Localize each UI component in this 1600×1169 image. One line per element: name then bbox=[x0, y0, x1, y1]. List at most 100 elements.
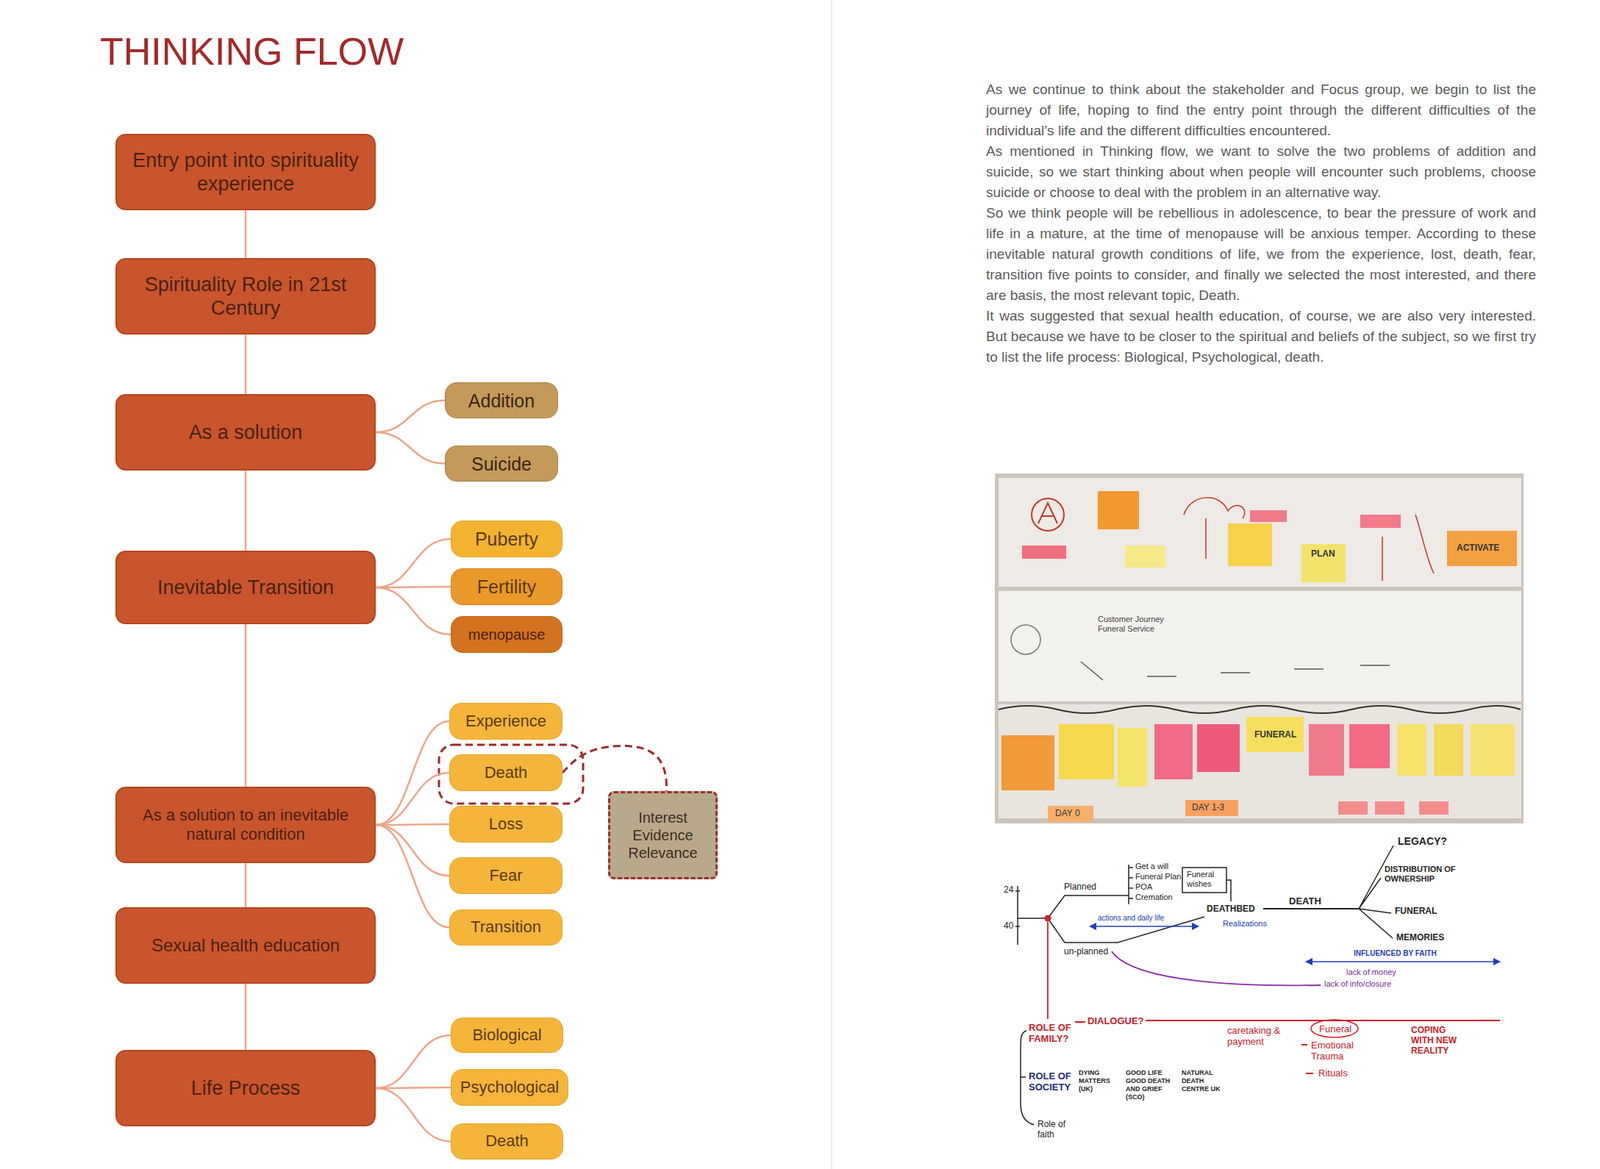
sketch-note: Funeral Plan bbox=[1134, 872, 1182, 882]
sketch-note: lack of info/closure bbox=[1323, 979, 1392, 989]
connector bbox=[375, 586, 451, 588]
connector bbox=[244, 210, 248, 259]
process-box: Entry point into spirituality experience bbox=[115, 133, 376, 211]
connector bbox=[375, 587, 451, 635]
sketch-note: Emotional Trauma bbox=[1310, 1039, 1371, 1062]
sketch-note: Get a will bbox=[1134, 861, 1170, 872]
node-text: Suicide bbox=[471, 452, 532, 475]
branch-pill: Loss bbox=[449, 805, 563, 843]
process-box: Spirituality Role in 21st Century bbox=[115, 258, 376, 335]
process-box: Sexual health education bbox=[115, 907, 376, 984]
sketch-note: 24 bbox=[1002, 884, 1014, 895]
sketch-note: FUNERAL bbox=[1394, 905, 1438, 917]
note-box: Interest Evidence Relevance bbox=[608, 791, 718, 880]
branch-pill: Death bbox=[450, 1123, 564, 1160]
node-text: Experience bbox=[465, 711, 547, 731]
photo-note: ACTIVATE bbox=[1455, 542, 1500, 553]
branch-pill: Fear bbox=[449, 857, 563, 895]
sketch-line bbox=[1047, 922, 1049, 1020]
wavy-line bbox=[998, 705, 1521, 714]
sketch-note: Funeral bbox=[1318, 1023, 1353, 1035]
photo-note: PLAN bbox=[1310, 548, 1337, 559]
sketch-circle bbox=[1031, 498, 1064, 531]
connector bbox=[375, 825, 450, 928]
connector bbox=[375, 772, 450, 825]
process-box: Inevitable Transition bbox=[115, 550, 376, 625]
branch-pill: Suicide bbox=[444, 445, 559, 482]
sticky-note bbox=[1349, 724, 1390, 769]
sticky-strip bbox=[1419, 801, 1449, 815]
node-text: Death bbox=[485, 1131, 529, 1151]
sketch-note: INFLUENCED BY FAITH bbox=[1352, 949, 1438, 959]
node-text: Entry point into spirituality experience bbox=[125, 148, 366, 197]
node-text: Psychological bbox=[460, 1077, 560, 1098]
connector bbox=[375, 432, 445, 464]
sketch-line bbox=[1226, 880, 1231, 902]
sketch-axis bbox=[1015, 886, 1048, 945]
sticky-note bbox=[1447, 530, 1517, 567]
sketch-note: Planned bbox=[1063, 881, 1098, 892]
paper-sheet bbox=[998, 477, 1522, 587]
node-text: Biological bbox=[472, 1025, 542, 1045]
sketch-note: ROLE OF FAMILY? bbox=[1027, 1022, 1075, 1045]
node-text: Transition bbox=[470, 917, 542, 937]
branch-pill: Death bbox=[449, 754, 563, 792]
node-text: As a solution bbox=[188, 420, 303, 445]
branch-pill: Psychological bbox=[450, 1069, 569, 1106]
connector bbox=[244, 470, 248, 551]
connector bbox=[375, 538, 451, 588]
node-text: Sexual health education bbox=[151, 935, 340, 957]
sketch-fork bbox=[1358, 845, 1394, 939]
connector bbox=[375, 400, 445, 434]
process-box: Life Process bbox=[115, 1050, 376, 1127]
sticky-note bbox=[1308, 724, 1345, 776]
node-text: Addition bbox=[468, 389, 535, 412]
sticky-strip bbox=[1185, 800, 1239, 817]
sticky-note bbox=[1117, 727, 1148, 787]
sketch-note: DIALOGUE? bbox=[1086, 1015, 1145, 1027]
sticky-note bbox=[1097, 491, 1139, 530]
sketch-note: Rituals bbox=[1317, 1067, 1349, 1079]
paper-sheet bbox=[998, 591, 1522, 702]
sketch-arrow bbox=[1080, 661, 1390, 681]
node-text: As a solution to an inevitable natural c… bbox=[125, 805, 366, 845]
sticky-strip bbox=[1047, 805, 1094, 823]
sketch-curve bbox=[1111, 951, 1321, 986]
sketch-note: Funeral wishes bbox=[1186, 869, 1225, 889]
sketch-note: Realizations bbox=[1222, 919, 1268, 929]
sketch-note: COPING WITH NEW REALITY bbox=[1410, 1025, 1471, 1056]
branch-pill: Biological bbox=[450, 1017, 564, 1053]
node-text: Loss bbox=[488, 814, 523, 834]
sticky-note bbox=[1246, 716, 1304, 753]
process-box: As a solution to an inevitable natural c… bbox=[115, 786, 376, 864]
connector bbox=[244, 334, 248, 395]
sketch-box bbox=[1182, 867, 1227, 893]
connector bbox=[375, 721, 450, 825]
sketch-note: NATURAL DEATH CENTRE UK bbox=[1180, 1069, 1223, 1094]
sketch-note: Role of faith bbox=[1036, 1119, 1074, 1140]
photo-note: Customer Journey Funeral Service bbox=[1097, 614, 1171, 634]
sketch-note: ROLE OF SOCIETY bbox=[1027, 1070, 1075, 1093]
sketch-note: MEMORIES bbox=[1395, 932, 1445, 943]
connector bbox=[244, 624, 248, 787]
photo-note: DAY 1-3 bbox=[1191, 802, 1225, 813]
body-paragraph: As we continue to think about the stakeh… bbox=[986, 79, 1537, 142]
node-text: Life Process bbox=[191, 1076, 301, 1100]
page-divider bbox=[830, 0, 833, 1169]
body-paragraph: As mentioned in Thinking flow, we want t… bbox=[986, 141, 1537, 203]
node-text: Spirituality Role in 21st Century bbox=[125, 272, 366, 321]
branch-pill: Experience bbox=[449, 702, 563, 740]
node-text: Fear bbox=[488, 866, 523, 886]
sketch-note: un-planned bbox=[1063, 946, 1109, 957]
connector bbox=[562, 745, 667, 792]
sketch-dot bbox=[1044, 915, 1052, 923]
sketch-letter bbox=[1038, 502, 1058, 524]
sticky-note bbox=[1125, 545, 1166, 568]
branch-pill: Addition bbox=[444, 382, 559, 419]
sketch-note: 40 bbox=[1002, 920, 1014, 931]
highlight-outline bbox=[438, 744, 584, 804]
sketch-note: LEGACY? bbox=[1397, 835, 1448, 848]
connector bbox=[244, 983, 248, 1050]
sticky-note bbox=[1001, 735, 1055, 791]
sticky-note bbox=[1301, 544, 1346, 583]
